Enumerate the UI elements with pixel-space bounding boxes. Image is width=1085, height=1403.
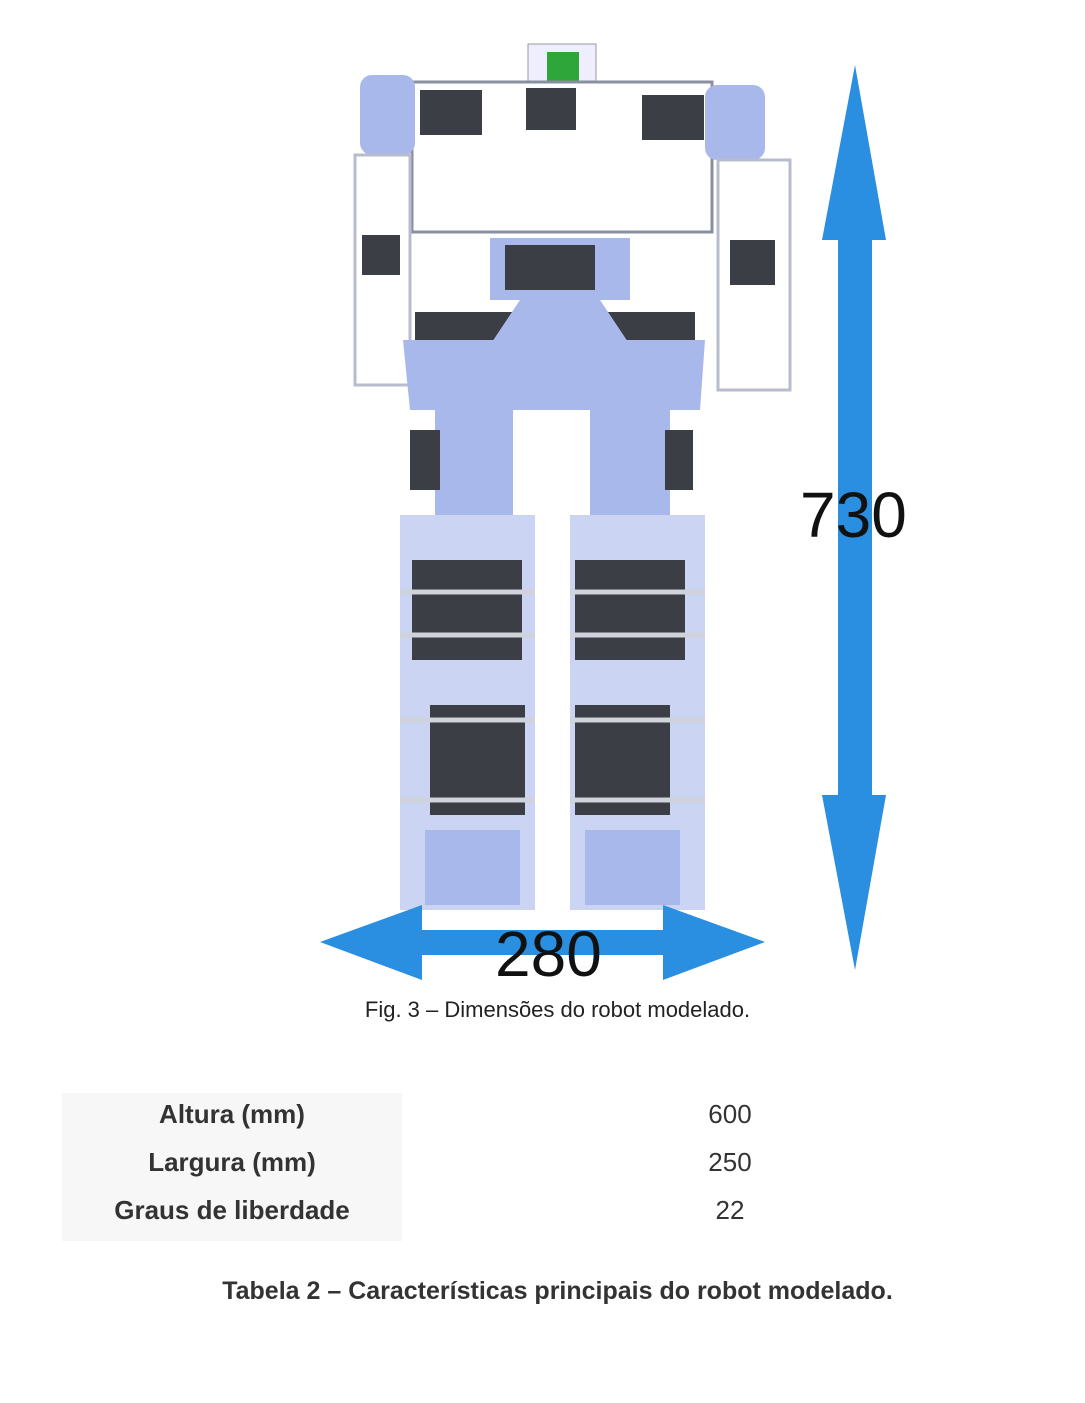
height-dimension-label: 730	[800, 479, 907, 551]
robot-figure	[320, 43, 886, 980]
width-dimension-label: 280	[495, 918, 602, 990]
table-row-label: Largura (mm)	[148, 1147, 316, 1177]
table-label-background	[62, 1093, 402, 1241]
table-row-label: Altura (mm)	[159, 1099, 305, 1129]
robot-model	[353, 43, 792, 910]
height-arrow	[822, 65, 886, 970]
width-arrow	[320, 905, 765, 980]
table-row-value: 22	[715, 1195, 745, 1225]
table-row-label: Graus de liberdade	[114, 1195, 350, 1225]
table-caption: Tabela 2 – Características principais do…	[222, 1277, 893, 1305]
table-row-value: 250	[708, 1147, 752, 1177]
figure-caption: Fig. 3 – Dimensões do robot modelado.	[364, 997, 751, 1022]
table-row-value: 600	[708, 1099, 752, 1129]
